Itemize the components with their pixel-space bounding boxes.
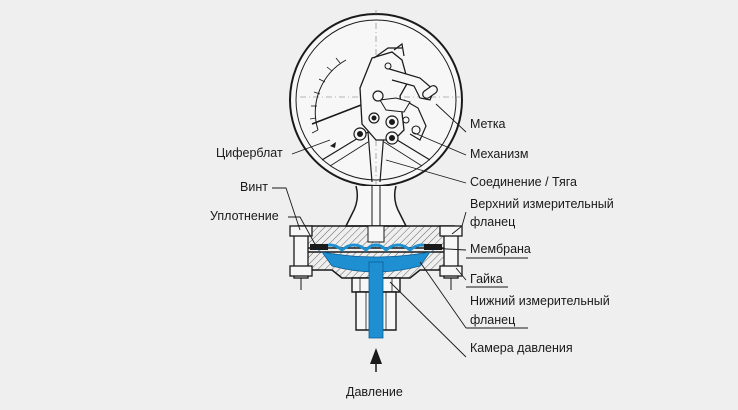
leader-lines (272, 103, 528, 358)
label-lower-flange-line2: фланец (470, 313, 516, 327)
membrane (317, 243, 435, 253)
label-membrane: Мембрана (470, 242, 531, 256)
label-pointer-mark: Метка (470, 117, 506, 131)
label-lower-flange-line1: Нижний измерительный (470, 294, 610, 308)
pressure-chamber (321, 251, 431, 339)
pressure-arrow (370, 348, 382, 372)
label-upper-flange-line2: фланец (470, 215, 516, 229)
seal (310, 244, 328, 250)
label-dial: Циферблат (216, 146, 283, 160)
right-screw (439, 225, 463, 290)
label-pressure: Давление (346, 385, 403, 399)
seal-right (424, 244, 442, 250)
label-pressure-chamber: Камера давления (470, 341, 573, 355)
label-link: Соединение / Тяга (470, 175, 577, 189)
label-screw: Винт (240, 180, 268, 194)
label-nut: Гайка (470, 272, 503, 286)
left-screw (289, 225, 313, 290)
label-seal: Уплотнение (210, 209, 279, 223)
label-mechanism: Механизм (470, 147, 529, 161)
label-upper-flange-line1: Верхний измерительный (470, 197, 614, 211)
mechanism (353, 42, 438, 145)
